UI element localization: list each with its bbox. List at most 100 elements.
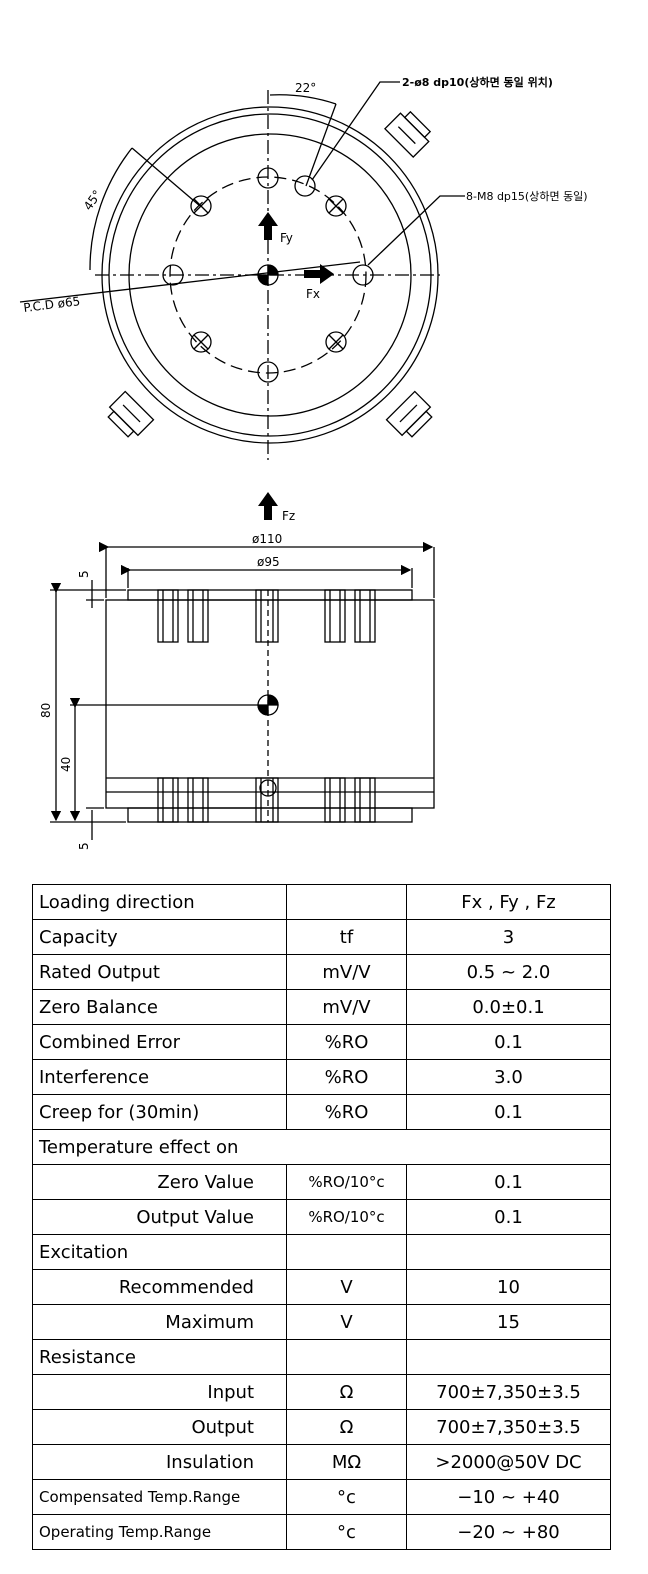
angle-22-arc <box>269 94 337 105</box>
table-row: Loading direction Fx , Fy , Fz <box>32 884 611 920</box>
row-value: 700±7,350±3.5 <box>406 1409 611 1445</box>
row-value: >2000@50V DC <box>406 1444 611 1480</box>
row-label: Loading direction <box>32 884 287 920</box>
table-row: Excitation <box>32 1234 611 1270</box>
row-value: 0.5 ~ 2.0 <box>406 954 611 990</box>
row-unit: mV/V <box>286 989 407 1025</box>
row-unit: MΩ <box>286 1444 407 1480</box>
row-unit: °c <box>286 1514 407 1550</box>
row-unit: Ω <box>286 1374 407 1410</box>
row-value: 3 <box>406 919 611 955</box>
connector-bottom-left <box>107 390 155 438</box>
table-row: Input Ω 700±7,350±3.5 <box>32 1374 611 1410</box>
angle-22-label: 22° <box>295 81 316 95</box>
row-unit <box>286 1339 407 1375</box>
outer-circle <box>101 106 439 444</box>
row-unit <box>286 1234 407 1270</box>
angle-45-label: 45° <box>81 187 105 212</box>
fy-arrow <box>258 212 278 240</box>
dim-top-label: 5 <box>77 570 91 578</box>
upper-bolts <box>157 589 376 643</box>
row-label: Operating Temp.Range <box>32 1514 287 1550</box>
angle-45-arc <box>89 147 133 271</box>
row-value: 15 <box>406 1304 611 1340</box>
table-row: Insulation MΩ >2000@50V DC <box>32 1444 611 1480</box>
row-value: 0.1 <box>406 1094 611 1130</box>
row-label: Creep for (30min) <box>32 1094 287 1130</box>
table-row: Output Value %RO/10°c 0.1 <box>32 1199 611 1235</box>
table-row: Resistance <box>32 1339 611 1375</box>
table-row: Capacity tf 3 <box>32 919 611 955</box>
row-label: Output Value <box>32 1199 287 1235</box>
dia-95-label: ø95 <box>257 555 280 569</box>
note-threads: 8-M8 dp15(상하면 동일) <box>466 189 588 203</box>
row-unit: %RO <box>286 1094 407 1130</box>
row-unit: %RO/10°c <box>286 1199 407 1235</box>
note-holes: 2-ø8 dp10(상하면 동일 위치) <box>402 75 553 89</box>
row-label: Zero Balance <box>32 989 287 1025</box>
row-value: 0.0±0.1 <box>406 989 611 1025</box>
row-value <box>406 1234 611 1270</box>
top-view <box>19 81 465 460</box>
row-value: Fx , Fy , Fz <box>406 884 611 920</box>
table-row: Output Ω 700±7,350±3.5 <box>32 1409 611 1445</box>
row-label: Compensated Temp.Range <box>32 1479 287 1515</box>
fx-arrow <box>304 264 334 284</box>
side-view <box>50 541 435 840</box>
table-row: Recommended V 10 <box>32 1269 611 1305</box>
dia-110-label: ø110 <box>252 532 282 546</box>
table-row: Rated Output mV/V 0.5 ~ 2.0 <box>32 954 611 990</box>
row-value: 0.1 <box>406 1164 611 1200</box>
row-label: Excitation <box>32 1234 287 1270</box>
force-arrows <box>258 212 334 520</box>
row-value: 0.1 <box>406 1199 611 1235</box>
dim-40-label: 40 <box>59 757 73 772</box>
table-row: Creep for (30min) %RO 0.1 <box>32 1094 611 1130</box>
row-value <box>406 1339 611 1375</box>
table-row: Compensated Temp.Range °c −10 ~ +40 <box>32 1479 611 1515</box>
leader-holes <box>311 81 400 181</box>
row-value: 3.0 <box>406 1059 611 1095</box>
row-unit: %RO <box>286 1059 407 1095</box>
row-value: −20 ~ +80 <box>406 1514 611 1550</box>
connector-top-right <box>384 110 432 158</box>
row-label: Temperature effect on <box>32 1129 611 1165</box>
table-row: Operating Temp.Range °c −20 ~ +80 <box>32 1514 611 1550</box>
row-unit: V <box>286 1269 407 1305</box>
row-label: Interference <box>32 1059 287 1095</box>
outer-circle-2 <box>108 113 432 437</box>
row-label: Zero Value <box>32 1164 287 1200</box>
row-unit: V <box>286 1304 407 1340</box>
row-label: Combined Error <box>32 1024 287 1060</box>
row-label: Rated Output <box>32 954 287 990</box>
pcd-circle <box>169 176 367 374</box>
pcd-label: P.C.D ø65 <box>23 294 81 315</box>
table-row: Temperature effect on <box>32 1129 611 1165</box>
connector-bottom-right <box>385 390 433 438</box>
dim-bottom-label: 5 <box>77 842 91 850</box>
row-unit: %RO/10°c <box>286 1164 407 1200</box>
fz-label: Fz <box>282 509 295 523</box>
row-value: 0.1 <box>406 1024 611 1060</box>
leader-threads <box>367 195 465 266</box>
table-row: Maximum V 15 <box>32 1304 611 1340</box>
row-label: Recommended <box>32 1269 287 1305</box>
table-row: Interference %RO 3.0 <box>32 1059 611 1095</box>
fz-arrow <box>258 492 278 520</box>
row-value: 10 <box>406 1269 611 1305</box>
row-label: Input <box>32 1374 287 1410</box>
row-label: Maximum <box>32 1304 287 1340</box>
inner-circle <box>128 133 412 417</box>
row-unit: °c <box>286 1479 407 1515</box>
spec-table: Loading direction Fx , Fy , Fz Capacity … <box>32 884 611 1550</box>
row-label: Output <box>32 1409 287 1445</box>
dim-80-label: 80 <box>39 703 53 718</box>
row-value: −10 ~ +40 <box>406 1479 611 1515</box>
row-unit: Ω <box>286 1409 407 1445</box>
row-unit <box>286 884 407 920</box>
pin-hole <box>294 175 316 197</box>
leader-pcd <box>19 261 361 303</box>
threaded-holes <box>162 167 374 383</box>
row-unit: tf <box>286 919 407 955</box>
drawing: 22° 45° 2-ø8 dp10(상하면 동일 위치) 8-M8 dp15(상… <box>19 75 588 850</box>
